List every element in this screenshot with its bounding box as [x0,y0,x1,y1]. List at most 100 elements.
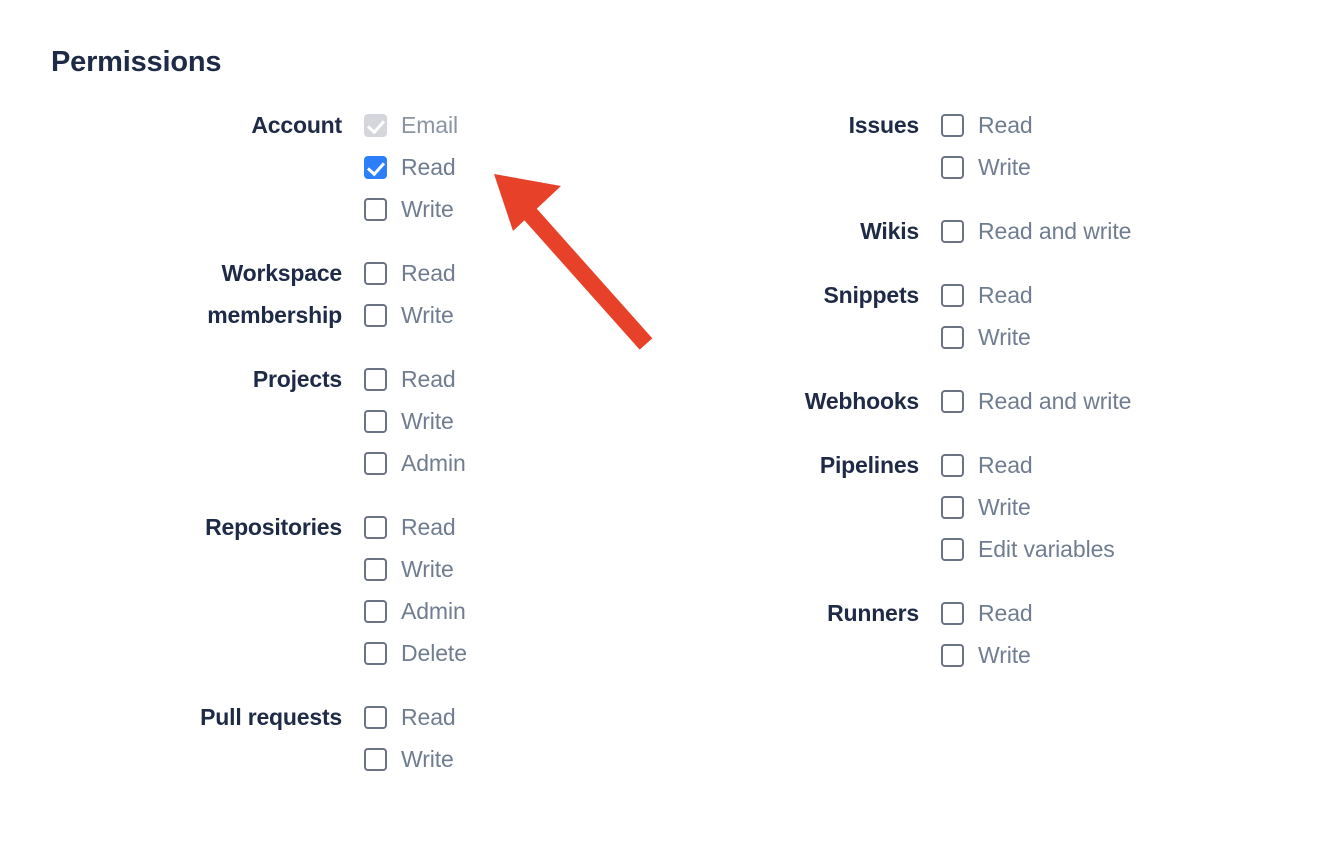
permission-option-row[interactable]: Read and write [941,380,1322,422]
permission-option-label[interactable]: Write [401,407,454,434]
permission-option-label[interactable]: Read [401,153,456,180]
permission-option-label[interactable]: Read and write [978,217,1132,244]
checkbox-write[interactable] [941,643,964,667]
permission-option-label[interactable]: Read [978,281,1033,308]
permission-group-label: Projects [0,358,364,400]
checkbox-read[interactable] [941,453,964,477]
permission-group-label-line: Wikis [860,218,919,244]
permission-option-label[interactable]: Write [978,323,1031,350]
permission-group-label: Webhooks [600,380,941,422]
permission-option-row[interactable]: Read [941,592,1322,634]
permission-option-row[interactable]: Write [941,146,1322,188]
permission-option-row[interactable]: Read [364,252,700,294]
permission-option-label[interactable]: Write [978,153,1031,180]
page-title: Permissions [51,46,222,78]
checkbox-read[interactable] [364,261,387,285]
checkbox-admin[interactable] [364,451,387,475]
checkbox-write[interactable] [364,557,387,581]
permission-option-label[interactable]: Write [978,493,1031,520]
checkbox-read[interactable] [941,283,964,307]
permission-option-label[interactable]: Write [401,555,454,582]
checkbox-write[interactable] [941,155,964,179]
permission-option-row[interactable]: Write [364,188,700,230]
permission-option-label[interactable]: Read [401,259,456,286]
checkbox-read[interactable] [364,705,387,729]
permission-option-label[interactable]: Admin [401,449,466,476]
checkbox-write[interactable] [364,197,387,221]
checkbox-admin[interactable] [364,599,387,623]
permission-option-label[interactable]: Email [401,111,459,138]
checkbox-read[interactable] [364,367,387,391]
permission-group-label-line: Pull requests [200,704,342,730]
permission-group-label-line: Repositories [205,514,342,540]
permission-group-label-line: Account [251,112,342,138]
permission-option-label[interactable]: Read and write [978,387,1132,414]
permission-option-label[interactable]: Read [978,599,1033,626]
permission-group: Webhooks Read and write [600,380,1322,422]
permission-group-label-line: Issues [848,112,920,138]
checkbox-read[interactable] [364,515,387,539]
permission-option-label[interactable]: Read [401,703,456,730]
permission-option-label[interactable]: Write [401,195,454,222]
permission-option-label[interactable]: Read [401,365,456,392]
permission-group-label-line: Workspace [221,260,343,286]
permission-option-row[interactable]: Write [941,486,1322,528]
permission-option-label[interactable]: Write [401,745,454,772]
checkbox-write[interactable] [364,303,387,327]
checkbox-write[interactable] [941,325,964,349]
checkbox-read[interactable] [941,113,964,137]
permission-option-label[interactable]: Admin [401,597,466,624]
permission-option-row[interactable]: Read [941,104,1322,146]
permission-option-row[interactable]: Write [364,548,700,590]
checkbox-read-and-write[interactable] [941,219,964,243]
permission-option-row[interactable]: Write [364,400,700,442]
permission-option-row[interactable]: Email [364,104,700,146]
permission-option-row[interactable]: Read [941,444,1322,486]
permission-option-label[interactable]: Read [978,111,1033,138]
permission-group-label: Pipelines [600,444,941,486]
permission-option-label[interactable]: Read [978,451,1033,478]
permission-option-row[interactable]: Write [941,634,1322,676]
permission-option-label[interactable]: Read [401,513,456,540]
permission-option-row[interactable]: Admin [364,442,700,484]
checkbox-delete[interactable] [364,641,387,665]
checkbox-write[interactable] [364,409,387,433]
permission-option-row[interactable]: Write [364,738,700,780]
checkbox-write[interactable] [941,495,964,519]
checkbox-write[interactable] [364,747,387,771]
permission-option-row[interactable]: Read [364,146,700,188]
permission-option-row[interactable]: Read [941,274,1322,316]
permission-option-row[interactable]: Delete [364,632,700,674]
permission-option-row[interactable]: Edit variables [941,528,1322,570]
permission-option-row[interactable]: Read [364,696,700,738]
permission-option-row[interactable]: Read and write [941,210,1322,252]
permission-option-label[interactable]: Delete [401,639,467,666]
checkbox-read[interactable] [941,601,964,625]
permission-option-row[interactable]: Read [364,506,700,548]
permission-option-row[interactable]: Write [364,294,700,336]
checkbox-edit-variables[interactable] [941,537,964,561]
permission-group-label: Pull requests [0,696,364,738]
permission-group-label: Issues [600,104,941,146]
permission-option-row[interactable]: Admin [364,590,700,632]
permission-option-label[interactable]: Write [978,641,1031,668]
permission-group-label-line: Runners [827,600,919,626]
permission-option-row[interactable]: Write [941,316,1322,358]
permission-option-label[interactable]: Edit variables [978,535,1115,562]
permission-option-row[interactable]: Read [364,358,700,400]
checkbox-read[interactable] [364,155,387,179]
checkbox-read-and-write[interactable] [941,389,964,413]
permission-group-label: Snippets [600,274,941,316]
permission-option-label[interactable]: Write [401,301,454,328]
